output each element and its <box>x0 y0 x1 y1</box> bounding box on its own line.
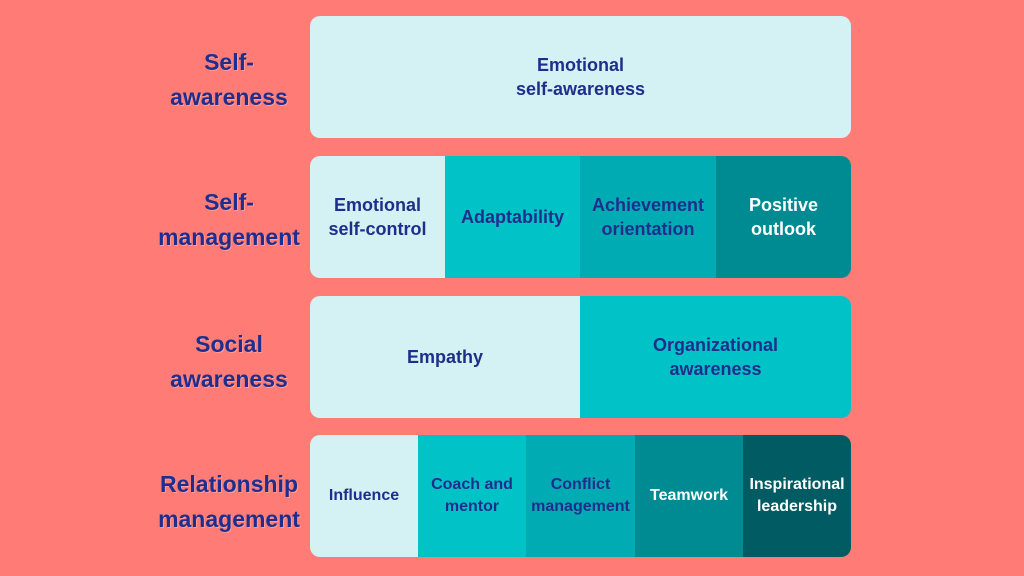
cell-coach-and-mentor: Coach and mentor <box>418 435 526 557</box>
row-label-self-awareness: Self- awareness <box>170 49 288 110</box>
row-social-awareness: Empathy Organizational awareness <box>310 296 851 418</box>
cell-inspirational-leadership: Inspirational leadership <box>743 435 851 557</box>
cell-empathy: Empathy <box>310 296 580 418</box>
cell-emotional-self-awareness: Emotional self-awareness <box>310 16 851 138</box>
row-label-relationship-management: Relationship management <box>158 471 300 532</box>
cell-adaptability: Adaptability <box>445 156 580 278</box>
row-label-social-awareness: Social awareness <box>170 331 288 392</box>
row-self-awareness: Emotional self-awareness <box>310 16 851 138</box>
cell-emotional-self-control: Emotional self-control <box>310 156 445 278</box>
cell-achievement-orientation: Achievement orientation <box>580 156 716 278</box>
row-relationship-management: Influence Coach and mentor Conflict mana… <box>310 435 851 557</box>
cell-conflict-management: Conflict management <box>526 435 635 557</box>
cell-influence: Influence <box>310 435 418 557</box>
row-self-management: Emotional self-control Adaptability Achi… <box>310 156 851 278</box>
cell-organizational-awareness: Organizational awareness <box>580 296 851 418</box>
row-label-self-management: Self- management <box>158 189 300 250</box>
cell-positive-outlook: Positive outlook <box>716 156 851 278</box>
cell-teamwork: Teamwork <box>635 435 743 557</box>
